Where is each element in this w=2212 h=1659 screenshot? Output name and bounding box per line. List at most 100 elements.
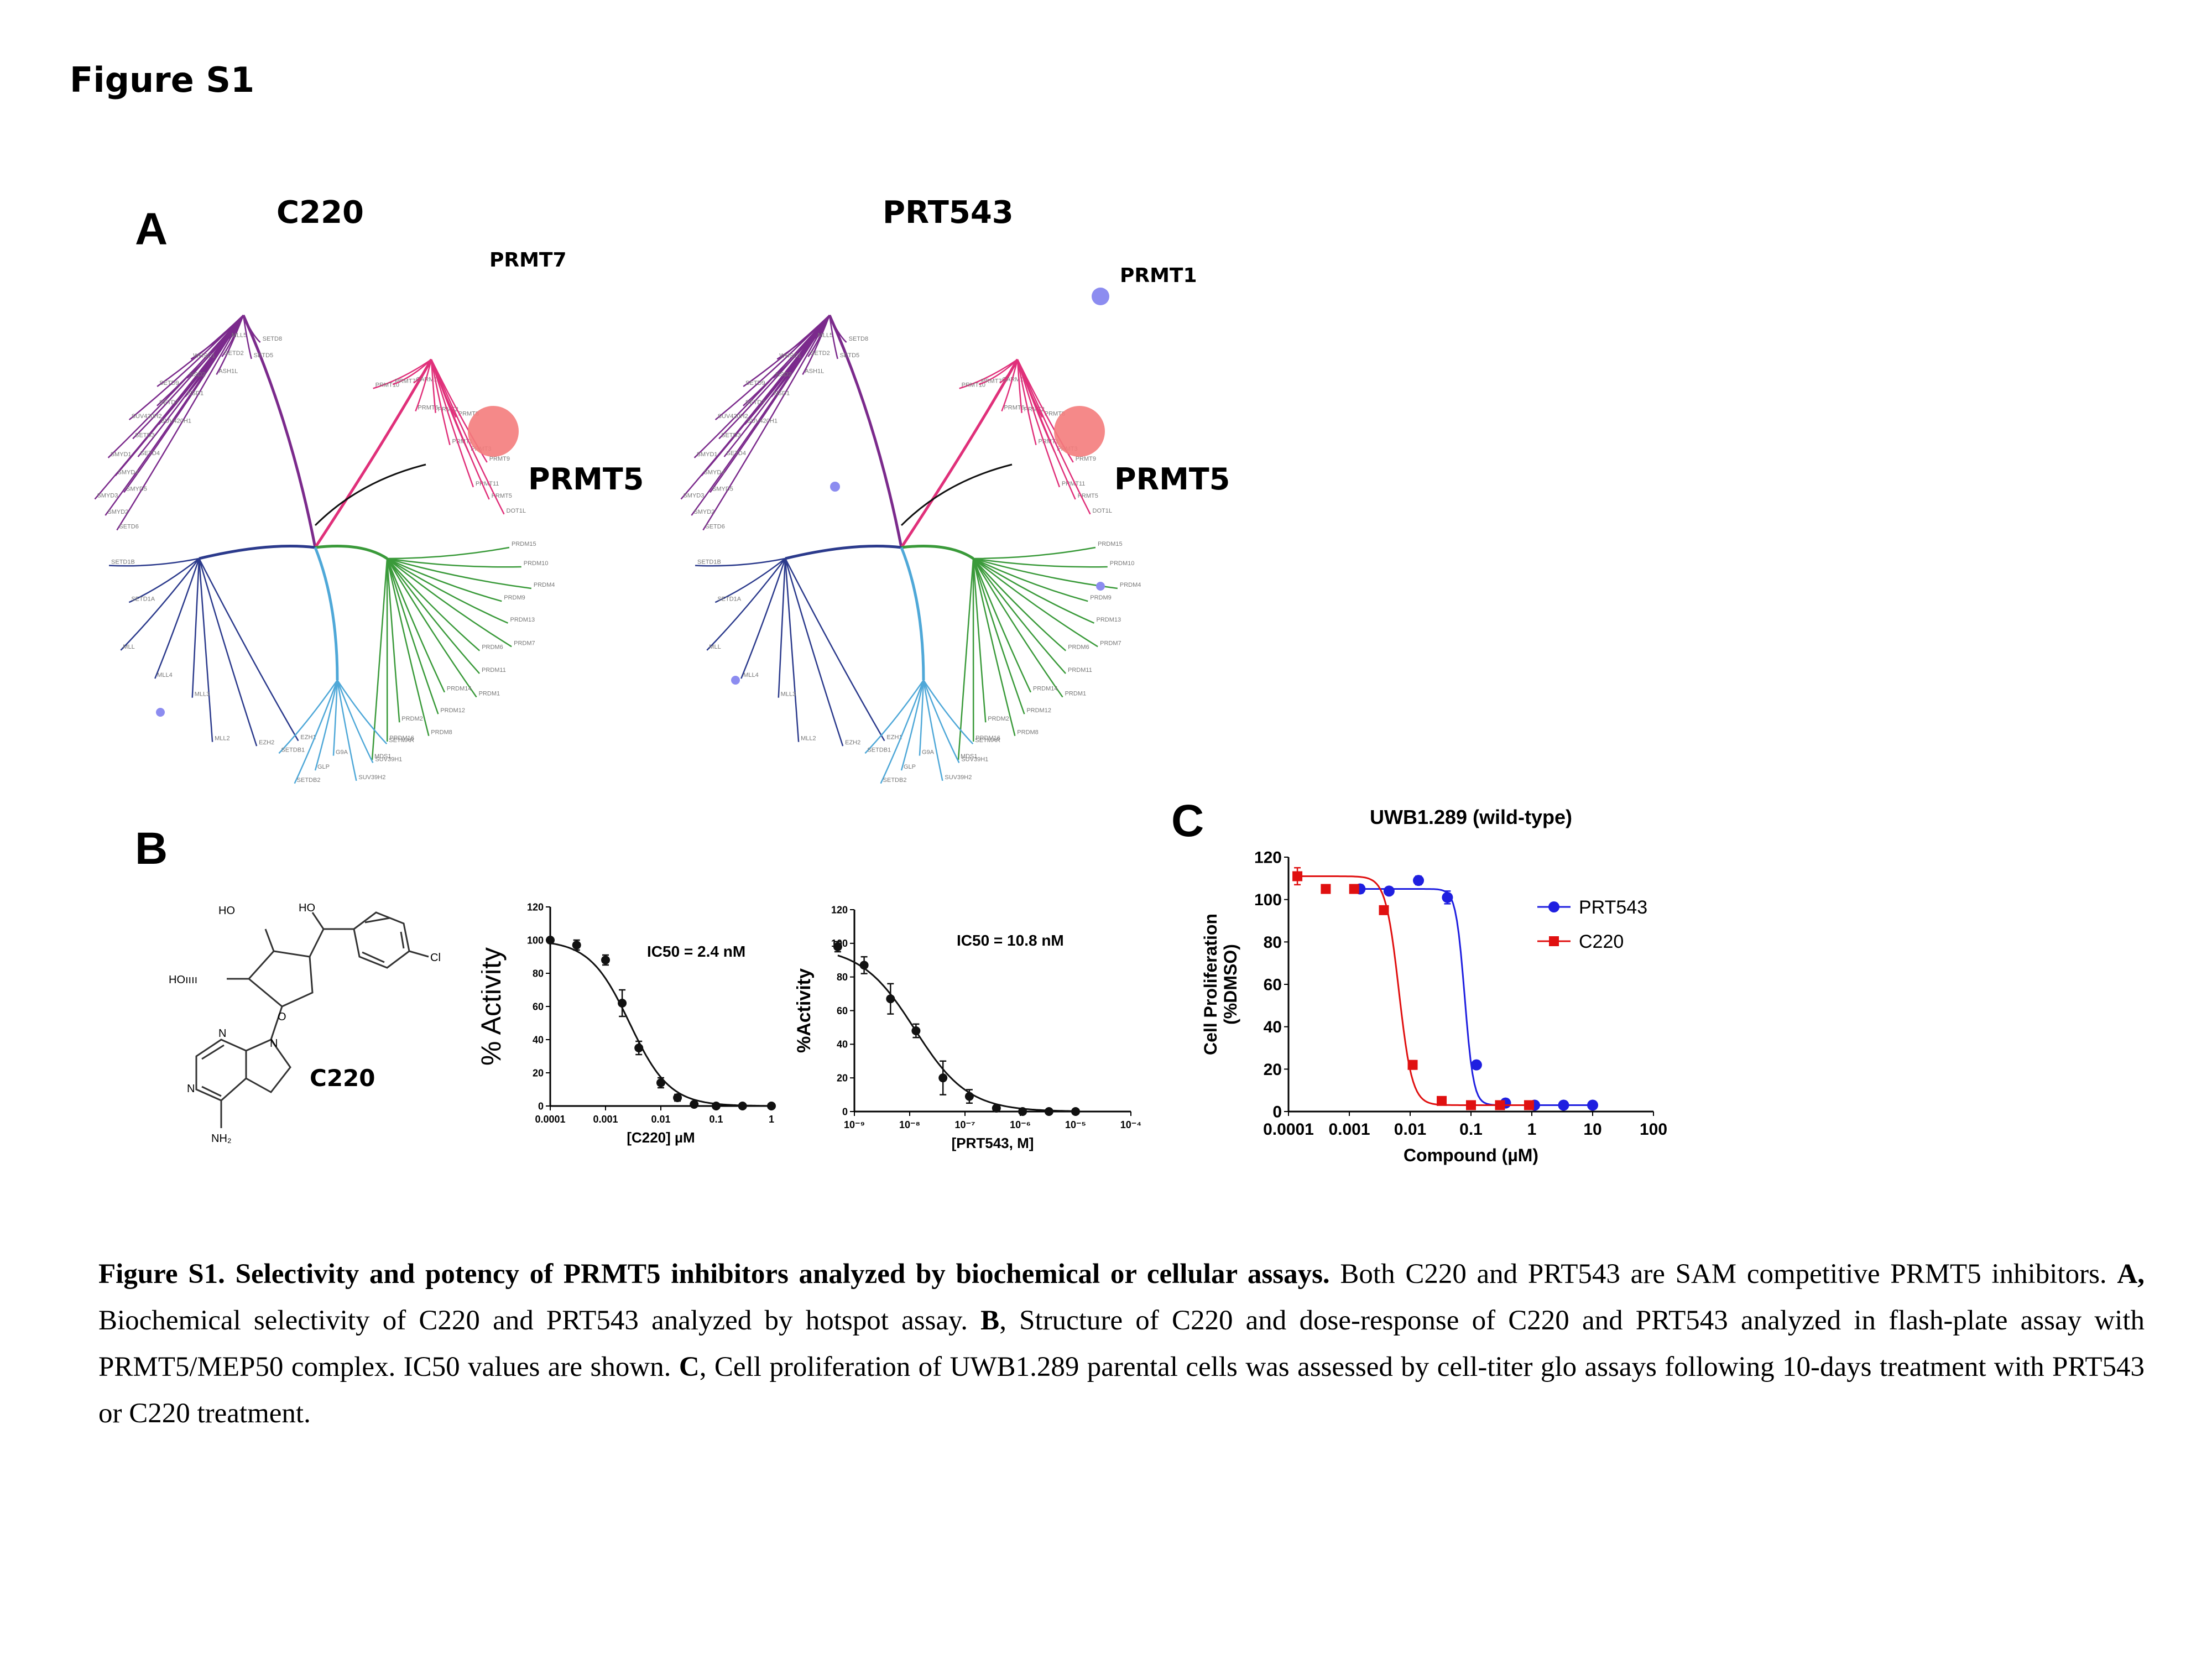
data-point (1383, 885, 1395, 897)
data-point (1292, 871, 1303, 881)
leaf-label: NSD2 (775, 372, 791, 378)
branch (387, 558, 481, 651)
leaf-label: PRMT9 (489, 456, 510, 462)
leaf-label: PRDM16 (389, 735, 414, 742)
leaf-label: PRMT7 (395, 378, 415, 384)
clade-trunk (314, 358, 433, 549)
branch (999, 359, 1019, 384)
branch (184, 315, 244, 398)
branch (198, 558, 299, 742)
branch (242, 315, 252, 359)
x-tick-label: 0.1 (1459, 1120, 1483, 1139)
branch (973, 557, 1108, 568)
atom-ho-2: HO (299, 902, 315, 914)
x-tick-label: 0.01 (651, 1114, 670, 1125)
data-point (673, 1093, 682, 1102)
leaf-label: SETD4 (727, 450, 746, 457)
x-tick-label: 10⁻⁴ (1120, 1119, 1141, 1130)
branch (1016, 359, 1061, 488)
data-point (601, 956, 610, 964)
clade-trunk (199, 545, 316, 560)
branch (294, 680, 338, 784)
leaf-label: PRDM7 (1100, 640, 1121, 646)
y-tick-label: 20 (1264, 1061, 1282, 1079)
branch (373, 358, 432, 389)
branch (778, 558, 786, 698)
leaf-label: PRDM10 (1110, 560, 1135, 567)
series-PRT543 (1354, 875, 1598, 1111)
y-tick-label: 100 (527, 935, 544, 946)
leaf-label: MLL (123, 644, 134, 650)
y-tick-label: 80 (533, 968, 544, 979)
leaf-label: PRMT6 (418, 405, 438, 411)
x-tick-label: 10⁻⁸ (899, 1119, 920, 1130)
caption-a-letter: A, (2117, 1259, 2145, 1290)
leaf-label: PRMT10 (962, 382, 985, 388)
branch (415, 359, 432, 412)
branch (1001, 359, 1019, 412)
hit-circle-prmt5 (1054, 406, 1105, 457)
callout-label-prmt5: PRMT5 (1114, 462, 1230, 497)
branch (695, 557, 786, 567)
leaf-label: PRDM14 (1033, 686, 1058, 692)
leaf-label: SETD3 (721, 432, 740, 439)
leaf-label: G9A (922, 749, 935, 756)
y-axis-label: (%DMSO) (1220, 944, 1240, 1025)
branch (973, 546, 1096, 560)
leaf-label: SETDB1 (867, 747, 891, 753)
leaf-label: SETD7 (745, 399, 765, 406)
branch (158, 315, 244, 425)
leaf-label: SETDB2 (883, 777, 907, 784)
branch (386, 558, 430, 737)
leaf-label: SMYD4 (118, 469, 139, 476)
hit-circle-small (156, 708, 165, 717)
leaf-label: DOT1L (1093, 508, 1112, 514)
leaf-label: GLP (904, 764, 916, 770)
tree-2-title: PRT543 (883, 195, 1014, 231)
data-point (1437, 1095, 1447, 1106)
leaf-label: PRDM9 (1090, 594, 1112, 601)
data-point (886, 994, 895, 1004)
branch (972, 558, 1016, 737)
x-axis-label: [PRT543, M] (952, 1135, 1034, 1151)
branch (198, 558, 258, 747)
branch (154, 558, 200, 679)
branch (693, 315, 830, 458)
leaf-label: SETMAR (389, 737, 414, 744)
branch (1016, 359, 1076, 500)
leaf-label: PRDM14 (447, 686, 472, 692)
leaf-label: NSD1 (187, 390, 204, 397)
y-tick-label: 60 (1264, 976, 1282, 994)
axes: 02040608010012010⁻⁹10⁻⁸10⁻⁷10⁻⁶10⁻⁵10⁻⁴[… (794, 904, 1141, 1151)
branch (957, 558, 974, 760)
leaf-label: SETD2 (810, 350, 830, 357)
leaf-label: PRDM6 (482, 644, 503, 651)
leaf-label: MLL3 (781, 691, 796, 698)
branch (919, 680, 925, 756)
dot1l-branch (900, 463, 1013, 526)
branch (386, 558, 480, 674)
branch (828, 315, 838, 359)
data-point (618, 999, 627, 1008)
data-point (1442, 891, 1453, 903)
branch (815, 315, 831, 340)
leaf-label: SUV420H1 (747, 418, 778, 425)
leaf-label: MDS1 (374, 753, 392, 760)
caption-c-letter: C (679, 1352, 700, 1383)
branch (386, 558, 400, 723)
leaf-label: SUV39H1 (375, 756, 402, 763)
leaf-label: MLL3 (195, 691, 210, 698)
leaf-label: SETD7 (159, 399, 179, 406)
branch (386, 558, 477, 698)
x-tick-label: 0.1 (709, 1114, 723, 1125)
caption-text-2: Biochemical selectivity of C220 and PRT5… (98, 1305, 981, 1336)
branch (387, 557, 521, 568)
branch (972, 558, 1032, 693)
panel-b-letter: B (135, 823, 168, 874)
branch (386, 558, 439, 714)
